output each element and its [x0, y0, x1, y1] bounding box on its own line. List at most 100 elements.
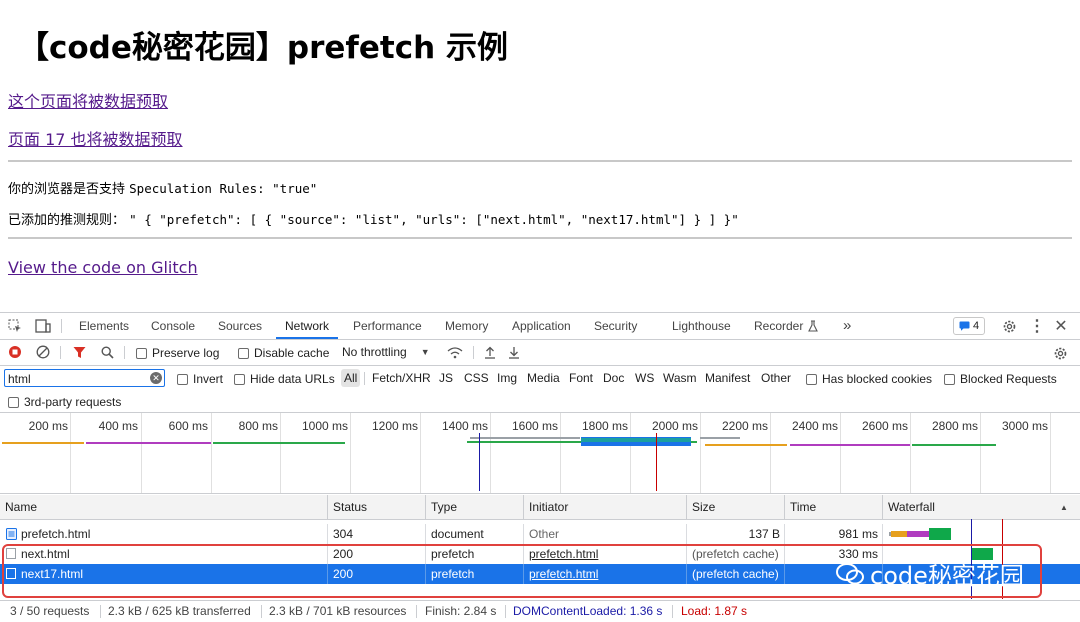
settings-gear-icon[interactable] — [1000, 317, 1018, 335]
finish-time: Finish: 2.84 s — [425, 604, 497, 618]
record-stop-icon[interactable] — [7, 344, 23, 360]
hide-data-urls-label: Hide data URLs — [250, 372, 335, 386]
watermark-text: code秘密花园 — [870, 562, 1024, 590]
preserve-log-label: Preserve log — [152, 346, 220, 360]
filter-input[interactable]: html ✕ — [4, 369, 165, 387]
separator — [473, 346, 474, 359]
page-title: 【code秘密花园】prefetch 示例 — [18, 30, 508, 66]
tab-performance[interactable]: Performance — [353, 319, 422, 333]
cell-name: prefetch.html — [0, 524, 328, 544]
overview-tick-label: 200 ms — [28, 419, 68, 433]
has-blocked-cookies-checkbox[interactable]: Has blocked cookies — [806, 372, 932, 386]
filter-type-js[interactable]: JS — [439, 371, 454, 385]
separator — [364, 372, 365, 385]
column-header-time[interactable]: Time — [785, 495, 883, 519]
overview-tick-label: 600 ms — [168, 419, 208, 433]
tab-console[interactable]: Console — [151, 319, 196, 333]
filter-type-other[interactable]: Other — [761, 371, 792, 385]
close-icon[interactable]: ✕ — [1054, 318, 1068, 335]
dom-content-loaded-time: DOMContentLoaded: 1.36 s — [513, 604, 663, 618]
column-header-name[interactable]: Name — [0, 495, 328, 519]
network-conditions-wifi-icon[interactable] — [446, 344, 464, 360]
overview-tick-label: 3000 ms — [1001, 419, 1048, 433]
support-value: Speculation Rules: "true" — [129, 181, 318, 196]
separator — [60, 346, 61, 359]
filter-type-doc[interactable]: Doc — [603, 371, 625, 385]
filter-type-media[interactable]: Media — [527, 371, 560, 385]
hide-data-urls-checkbox[interactable]: Hide data URLs — [234, 372, 335, 386]
filter-type-ws[interactable]: WS — [635, 371, 655, 385]
tab-application[interactable]: Application — [512, 319, 571, 333]
search-icon[interactable] — [99, 344, 115, 360]
column-header-waterfall[interactable]: Waterfall — [888, 500, 935, 514]
waterfall-bar — [907, 531, 929, 537]
filter-type-wasm[interactable]: Wasm — [663, 371, 697, 385]
overview-gridline — [70, 413, 71, 493]
disable-cache-checkbox[interactable]: Disable cache — [238, 346, 329, 360]
overview-bar — [705, 444, 787, 446]
overview-bar — [790, 444, 910, 446]
more-tabs-chevron-icon[interactable]: » — [843, 317, 852, 334]
prefetch-link-next[interactable]: 这个页面将被数据预取 — [8, 92, 169, 111]
tab-network[interactable]: Network — [276, 313, 339, 339]
cell-size: 137 B — [687, 524, 785, 544]
cell-status: 200 — [328, 564, 426, 584]
column-header-size[interactable]: Size — [687, 495, 785, 519]
cell-initiator: Other — [524, 524, 687, 544]
tab-memory[interactable]: Memory — [445, 319, 489, 333]
cell-type: prefetch — [426, 564, 524, 584]
sort-ascending-icon[interactable]: ▲ — [1060, 503, 1068, 512]
glitch-link[interactable]: View the code on Glitch — [8, 258, 198, 277]
prefetch-link-next17[interactable]: 页面 17 也将被数据预取 — [8, 130, 183, 149]
divider — [8, 237, 1072, 239]
throttling-select[interactable]: No throttling ▼ — [342, 345, 430, 359]
separator — [261, 605, 262, 618]
highlight-frame — [2, 544, 1042, 598]
document-icon — [6, 528, 17, 540]
overview-tick-label: 800 ms — [238, 419, 278, 433]
issues-count: 4 — [972, 320, 980, 332]
filter-icon[interactable] — [71, 344, 87, 360]
request-name: next17.html — [21, 567, 84, 581]
filter-type-fetch-xhr[interactable]: Fetch/XHR — [372, 371, 431, 385]
filter-type-css[interactable]: CSS — [464, 371, 489, 385]
filter-type-img[interactable]: Img — [497, 371, 518, 385]
invert-checkbox[interactable]: Invert — [177, 372, 223, 386]
cell-type: prefetch — [426, 544, 524, 564]
blocked-requests-checkbox[interactable]: Blocked Requests — [944, 372, 1057, 386]
tab-sources[interactable]: Sources — [218, 319, 263, 333]
tab-recorder[interactable]: Recorder — [754, 319, 804, 333]
filter-type-font[interactable]: Font — [569, 371, 594, 385]
table-row[interactable]: prefetch.html 304 document Other 137 B 9… — [0, 524, 1080, 544]
cell-initiator-link[interactable]: prefetch.html — [524, 544, 687, 564]
preserve-log-checkbox[interactable]: Preserve log — [136, 346, 219, 360]
import-har-upload-icon[interactable] — [482, 344, 498, 360]
tab-lighthouse[interactable]: Lighthouse — [672, 319, 731, 333]
overview-bar — [700, 437, 740, 439]
network-settings-gear-icon[interactable] — [1051, 344, 1069, 362]
overview-gridline — [1050, 413, 1051, 493]
inspect-element-icon[interactable] — [6, 317, 24, 335]
kebab-menu-icon[interactable]: ⋮ — [1029, 318, 1045, 335]
filter-type-manifest[interactable]: Manifest — [705, 371, 751, 385]
device-toolbar-icon[interactable] — [34, 317, 52, 335]
column-header-initiator[interactable]: Initiator — [524, 495, 687, 519]
cell-size: (prefetch cache) — [687, 564, 785, 584]
third-party-requests-checkbox[interactable]: 3rd-party requests — [8, 395, 121, 409]
devtools-panel: Elements Console Sources Network Perform… — [0, 312, 1080, 622]
tab-security[interactable]: Security — [594, 319, 638, 333]
network-overview-timeline[interactable]: 200 ms 400 ms 600 ms 800 ms 1000 ms 1200… — [0, 413, 1080, 494]
issues-badge[interactable]: 4 — [953, 317, 985, 335]
requests-count: 3 / 50 requests — [10, 604, 90, 618]
network-toolbar: Preserve log Disable cache No throttling… — [0, 340, 1080, 366]
tab-elements[interactable]: Elements — [79, 319, 130, 333]
export-har-download-icon[interactable] — [506, 344, 522, 360]
cell-initiator-link[interactable]: prefetch.html — [524, 564, 687, 584]
filter-type-all[interactable]: All — [341, 369, 361, 387]
table-row[interactable]: next.html 200 prefetch prefetch.html (pr… — [0, 544, 1080, 564]
column-header-type[interactable]: Type — [426, 495, 524, 519]
table-row-selected[interactable]: next17.html 200 prefetch prefetch.html (… — [0, 564, 1080, 584]
column-header-status[interactable]: Status — [328, 495, 426, 519]
clear-filter-icon[interactable]: ✕ — [150, 372, 162, 384]
clear-icon[interactable] — [35, 344, 51, 360]
